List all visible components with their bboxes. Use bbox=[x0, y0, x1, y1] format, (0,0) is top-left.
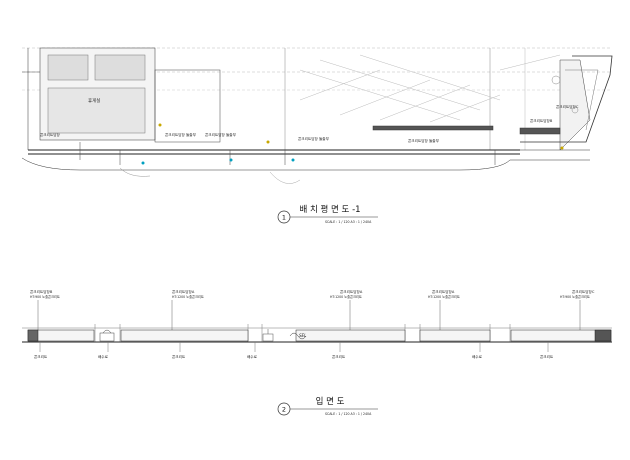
plan-title-block: 1 배 치 평 면 도 -1 SCALE : 1 / 120 A3 : 1 / … bbox=[277, 204, 378, 224]
plan-note-c: 콘크리트담장 돌출부 bbox=[205, 132, 237, 137]
elev-bottom-6: 배수로 bbox=[472, 354, 483, 359]
wall-panel bbox=[295, 329, 406, 342]
elevation-title: 입 면 도 bbox=[316, 396, 345, 407]
plan-note-d: 콘크리트담장 돌출부 bbox=[298, 136, 330, 141]
elevation-top-notes: 콘크리트담장B HT:900 노출콘크리트 콘크리트담장A HT:1200 노출… bbox=[30, 289, 595, 299]
elev-bottom-3: 콘크리트 bbox=[172, 354, 186, 359]
elev-sub-2: HT:1200 노출콘크리트 bbox=[172, 294, 204, 299]
elev-bottom-5: 콘크리트 bbox=[332, 354, 346, 359]
plan-note-e: 콘크리트담장 돌출부 bbox=[408, 138, 440, 143]
elev-sub-5: HT:900 노출콘크리트 bbox=[560, 294, 590, 299]
elev-sub-1: HT:900 노출콘크리트 bbox=[30, 294, 60, 299]
plan-title: 배 치 평 면 도 -1 bbox=[299, 204, 360, 215]
elevation-sign-text: SEL bbox=[299, 333, 306, 338]
elev-bottom-4: 배수로 bbox=[247, 354, 258, 359]
elevation-bottom-notes: 콘크리트 배수로 콘크리트 배수로 콘크리트 배수로 콘크리트 bbox=[34, 354, 554, 359]
elev-note-4: 콘크리트담장A bbox=[432, 289, 455, 294]
plan-wall-line bbox=[28, 149, 520, 155]
plan-scale: SCALE : 1 / 120 A3 : 1 / 240A bbox=[325, 220, 372, 224]
elevation-drawing bbox=[22, 300, 612, 352]
elev-note-1: 콘크리트담장B bbox=[30, 289, 53, 294]
elev-bottom-2: 배수로 bbox=[98, 354, 109, 359]
plan-number: 1 bbox=[282, 214, 286, 222]
elev-note-2: 콘크리트담장A bbox=[172, 289, 195, 294]
elev-bottom-7: 콘크리트 bbox=[540, 354, 554, 359]
room-label: 휴게실 bbox=[88, 97, 100, 104]
elevation-number: 2 bbox=[282, 406, 286, 414]
elev-note-5: 콘크리트담장C bbox=[572, 289, 595, 294]
site-plan bbox=[21, 47, 613, 184]
elevation-title-block: 2 입 면 도 SCALE : 1 / 120 A3 : 1 / 240A bbox=[277, 396, 378, 416]
elevation-scale: SCALE : 1 / 120 A3 : 1 / 240A bbox=[325, 412, 372, 416]
wall-panel bbox=[120, 329, 249, 342]
elev-bottom-1: 콘크리트 bbox=[34, 354, 48, 359]
plan-note-a: 콘크리트담장 bbox=[40, 132, 61, 137]
wall-panel bbox=[419, 329, 491, 342]
plan-note-b: 콘크리트담장 돌출부 bbox=[165, 132, 197, 137]
plan-note-f: 콘크리트담장C bbox=[556, 104, 579, 109]
elev-note-3: 콘크리트담장A bbox=[340, 289, 363, 294]
plan-note-g: 콘크리트담장B bbox=[530, 118, 553, 123]
elev-sub-3: HT:1200 노출콘크리트 bbox=[330, 294, 362, 299]
elev-sub-4: HT:1200 노출콘크리트 bbox=[428, 294, 460, 299]
